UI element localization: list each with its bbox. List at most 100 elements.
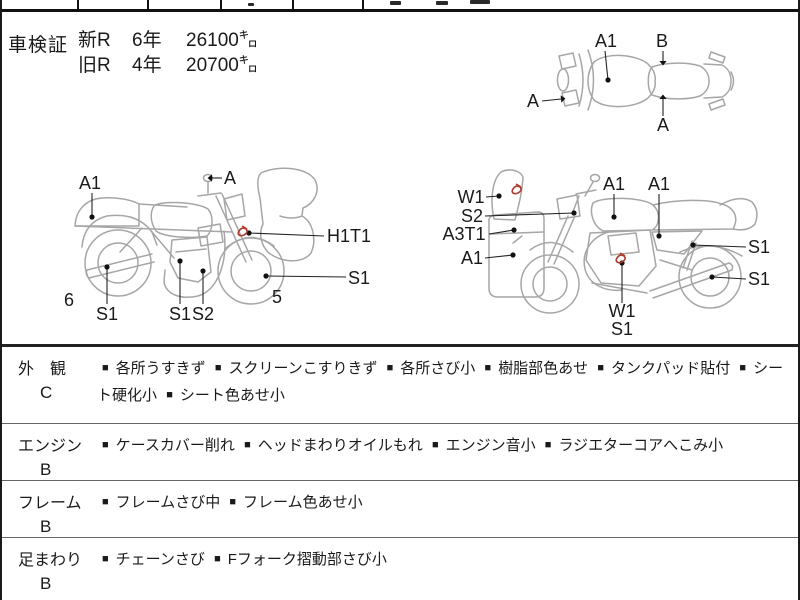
bike-top-view (556, 49, 735, 111)
condition-items: ■ フレームさび中 ■ フレーム色あせ小 (97, 481, 798, 537)
seat-line (74, 203, 233, 233)
leader-line (484, 254, 514, 259)
table-divider (362, 0, 364, 9)
table-divider (292, 0, 294, 9)
damage-code-label: S1 (96, 304, 118, 324)
damage-code-label: 6 (64, 290, 74, 310)
mirror-left (558, 52, 577, 70)
bullet-icon: ■ (102, 496, 109, 508)
tail (703, 63, 732, 99)
handlebar (578, 53, 584, 107)
pointer-dot (571, 210, 577, 216)
fuel-tank (590, 197, 660, 232)
footpeg (708, 98, 726, 111)
headlight (223, 193, 246, 221)
condition-item: 樹脂部色あせ (498, 360, 589, 377)
pointer-dot (200, 268, 206, 274)
side-cover (651, 230, 703, 255)
leader-line (248, 232, 325, 237)
front-wheel-hub (532, 266, 568, 302)
grade-value: B (40, 574, 52, 593)
condition-item: フレームさび中 (115, 494, 221, 511)
footpeg (708, 51, 726, 64)
seat (652, 199, 737, 231)
front-fork (215, 193, 253, 263)
tail-cowl (74, 197, 140, 227)
condition-item: フレーム色あせ小 (243, 494, 363, 511)
damage-code-label: A (657, 115, 669, 135)
pointer-dot (511, 227, 517, 233)
condition-item: エンジン音小 (445, 437, 536, 454)
bullet-icon: ■ (544, 439, 552, 451)
windscreen (491, 169, 524, 221)
fuel-tank (150, 201, 213, 239)
pointer-dot (104, 264, 110, 270)
condition-items: ■各所うすきず ■スクリーンこすりきず ■各所さび小 ■樹脂部色あせ ■タンクパ… (97, 347, 798, 423)
bullet-icon: ■ (102, 553, 109, 565)
damage-mark (615, 252, 626, 264)
bullet-icon: ■ (102, 439, 109, 451)
leader-line (692, 244, 747, 248)
section-label: フレーム (18, 495, 82, 512)
pointer-dot (605, 77, 611, 83)
pointer-dot (177, 258, 183, 264)
mirror (589, 173, 601, 183)
damage-code-label: S1 (348, 268, 370, 288)
condition-item: チェーンさび (115, 551, 205, 568)
condition-item: 各所うすきず (115, 360, 206, 377)
bullet-icon: ■ (739, 362, 747, 374)
front-wheel (556, 68, 570, 92)
mileage-age: 4年 (132, 55, 162, 76)
bullet-icon: ■ (229, 496, 237, 508)
mileage-age: 6年 (132, 30, 162, 51)
front-fender (225, 236, 275, 249)
condition-item: ラジエターコアへこみ小 (558, 437, 724, 454)
front-wheel-hub (230, 250, 272, 292)
bullet-icon: ■ (386, 362, 394, 374)
pointer-dot (709, 274, 715, 280)
bike-right-side-view (488, 169, 758, 314)
pointer-dot (510, 252, 516, 258)
pointer-dot (89, 214, 95, 220)
mileage-distance: 20700㌔ (186, 55, 258, 76)
mirror-stalk (584, 181, 594, 197)
damage-code-label: S1 (169, 304, 191, 324)
front-fender (529, 241, 574, 253)
pointer-dot (690, 242, 696, 248)
shaken-title: 車検証 (8, 35, 69, 56)
damage-code-label: A1 (79, 173, 101, 193)
section-label: 足まわり (18, 552, 83, 569)
damage-code-label: A (224, 168, 236, 188)
truncated-table-row (2, 0, 798, 12)
engine-guard (163, 230, 226, 298)
text-fragment (248, 3, 254, 6)
leader-line (604, 50, 609, 81)
pointer-dot (656, 233, 662, 239)
text-fragment (436, 1, 448, 5)
handlebar (571, 189, 597, 215)
damage-code-label: A1 (461, 248, 483, 268)
condition-item: シート硬化小 (97, 360, 784, 404)
damage-code-label: A1 (648, 174, 670, 194)
seat (647, 62, 710, 100)
damage-code-label: H1T1 (327, 226, 371, 246)
condition-item: タンクパッド貼付 (610, 360, 731, 377)
engine (169, 236, 212, 283)
damage-code-label: A (527, 91, 539, 111)
swingarm (659, 259, 693, 271)
table-divider (147, 0, 149, 9)
leader-line (265, 275, 347, 278)
arrowhead-icon (659, 61, 667, 66)
front-wheel (520, 254, 580, 314)
fuel-tank (587, 54, 656, 108)
arrowhead-icon (659, 94, 667, 99)
grade-value: C (40, 383, 53, 402)
rear-fender (81, 214, 158, 248)
condition-items: ■チェーンさび ■Fフォーク摺動部さび小 (97, 538, 798, 600)
leader-line (484, 212, 575, 217)
